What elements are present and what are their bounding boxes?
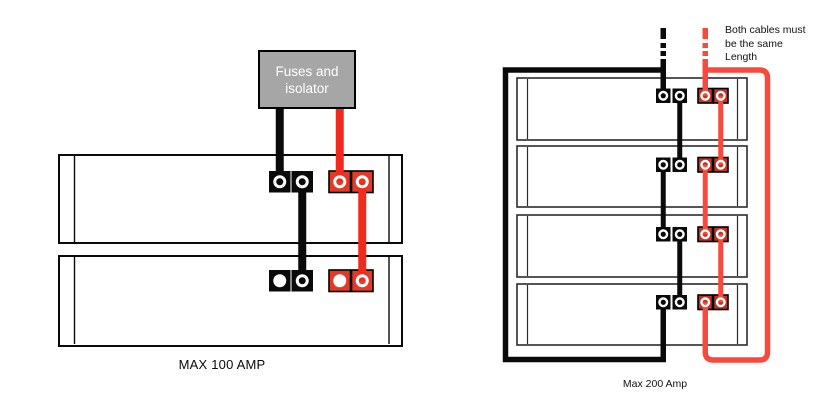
terminal-bolt [355, 175, 369, 189]
negative-loop-cable [502, 67, 666, 363]
terminal-bolt [295, 274, 309, 288]
terminal-bolt [355, 274, 369, 288]
terminal-bolt [674, 90, 685, 101]
battery-case-2 [516, 145, 748, 208]
diagram-2-battery-parallel [58, 100, 403, 347]
max-200-amp-caption: Max 200 Amp [622, 378, 688, 390]
fuses-isolator-label: Fuses and isolator [275, 63, 339, 96]
diagram-4-battery-parallel [502, 28, 771, 363]
terminal-bolt [674, 159, 685, 170]
battery-case-4 [516, 283, 748, 346]
terminal-bolt [658, 159, 669, 170]
fuses-isolator-box: Fuses and isolator [258, 50, 356, 109]
terminal-bolt [658, 90, 669, 101]
terminal-bolt [700, 297, 711, 308]
terminal-bolt [674, 297, 685, 308]
battery-case-1 [516, 77, 748, 141]
terminal-bolt [715, 90, 726, 101]
terminal-bolt [273, 175, 287, 189]
terminal-bolt [674, 229, 685, 240]
terminal-hole [333, 274, 347, 288]
terminal-bolt [715, 229, 726, 240]
terminal-bolt [658, 297, 669, 308]
equal-length-note: Both cables must be the same Length [725, 24, 806, 63]
terminal-bolt [715, 159, 726, 170]
terminal-bolt [700, 90, 711, 101]
terminal-bolt [700, 159, 711, 170]
max-100-amp-caption: MAX 100 AMP [178, 357, 266, 372]
positive-loop-cable [702, 67, 771, 363]
battery-case-1 [58, 154, 403, 244]
terminal-bolt [700, 229, 711, 240]
terminal-bolt [295, 175, 309, 189]
battery-case-3 [516, 214, 748, 278]
terminal-bolt [715, 297, 726, 308]
terminal-bolt [333, 175, 347, 189]
terminal-bolt [658, 229, 669, 240]
terminal-hole [273, 274, 287, 288]
